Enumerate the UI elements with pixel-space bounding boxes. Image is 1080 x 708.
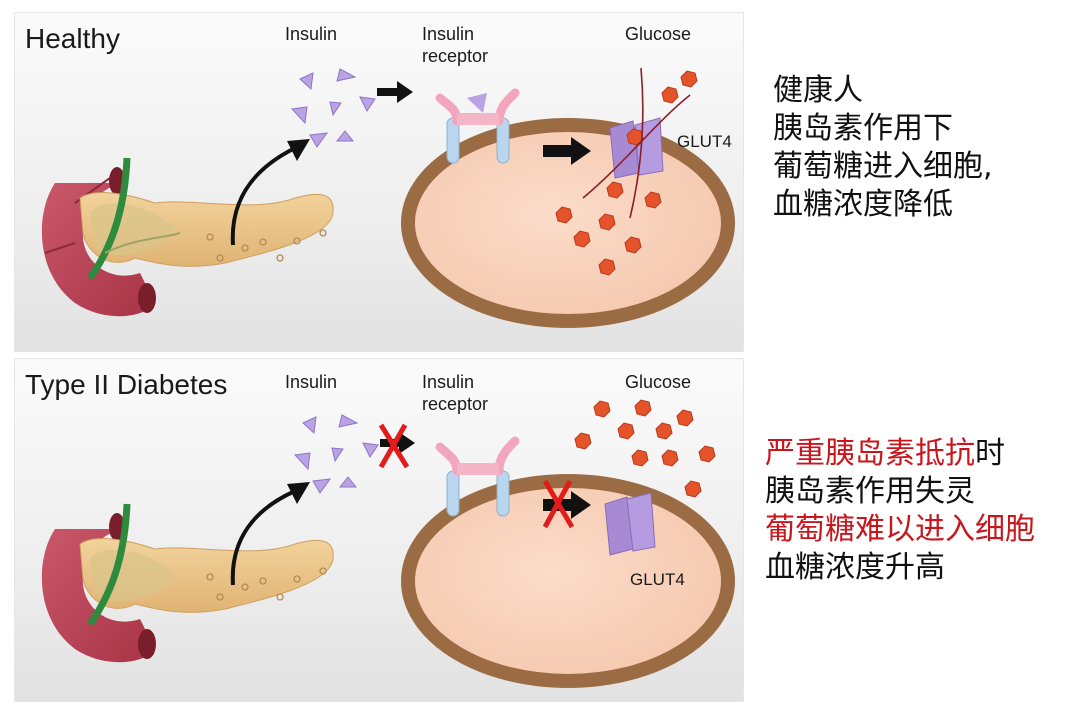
signal-arrow-icon [377,81,413,103]
glucose-label: Glucose [625,24,692,44]
insulin-molecules-icon [293,414,379,494]
blocked-signal-arrow-icon [378,423,415,469]
glut4-transporter-icon [604,492,656,556]
insulin-receptor-icon [435,436,520,517]
emphasis-text: 严重胰岛素抵抗 [765,436,975,471]
secretion-arrow-head-icon [287,139,310,161]
activation-arrow-icon [543,137,591,165]
receptor-label-line1: Insulin [422,24,475,44]
diabetes-notes: 严重胰岛素抵抗时 胰岛素作用失灵 葡萄糖难以进入细胞 血糖浓度升高 [765,435,1035,587]
emphasis-text: 葡萄糖难以进入细胞 [765,512,1035,547]
glucose-molecules-icon [555,70,698,276]
diabetes-panel: Type II Diabetes Insulin Insulin recepto… [14,358,744,702]
diabetes-illustration [41,399,735,688]
diabetes-note-line: 胰岛素作用失灵 [765,473,1035,511]
diabetes-title: Type II Diabetes [25,369,228,400]
receptor-label-line2: receptor [422,46,489,66]
glucose-label: Glucose [625,372,692,392]
healthy-note-line: 健康人 [773,73,863,108]
healthy-illustration [41,67,735,328]
healthy-notes: 健康人 胰岛素作用下 葡萄糖进入细胞, 血糖浓度降低 [773,72,993,224]
glut4-label: GLUT4 [630,570,685,589]
plain-text: 时 [975,436,1005,471]
pancreas-icon [41,157,334,317]
receptor-label-line2: receptor [422,394,489,414]
receptor-label-line1: Insulin [422,372,475,392]
diabetes-note-line: 血糖浓度升高 [765,549,1035,587]
receptor-label: Insulin receptor [422,371,488,415]
plain-text: 胰岛素作用失灵 [765,474,975,509]
secretion-arrow-icon [230,146,296,246]
healthy-panel: Healthy Insulin Insulin receptor Glucose… [14,12,744,352]
glucose-flow-arrows-icon [582,67,691,219]
glucose-molecules-icon [574,399,716,498]
insulin-molecules-icon [290,68,376,148]
healthy-note-line: 葡萄糖进入细胞, [773,149,993,184]
pancreas-icon [41,503,334,663]
receptor-label: Insulin receptor [422,23,488,67]
insulin-label: Insulin [285,24,338,44]
healthy-note-line: 胰岛素作用下 [773,111,953,146]
secretion-arrow-head-icon [287,482,310,504]
diabetes-note-line: 严重胰岛素抵抗时 [765,435,1035,473]
plain-text: 血糖浓度升高 [765,550,945,585]
secretion-arrow-icon [230,489,296,586]
healthy-note-line: 血糖浓度降低 [773,187,953,222]
healthy-title: Healthy [25,23,120,54]
blocked-activation-arrow-icon [542,479,591,529]
glut4-label: GLUT4 [677,132,732,151]
diabetes-note-line: 葡萄糖难以进入细胞 [765,511,1035,549]
insulin-label: Insulin [285,372,338,392]
insulin-receptor-icon [435,88,520,164]
